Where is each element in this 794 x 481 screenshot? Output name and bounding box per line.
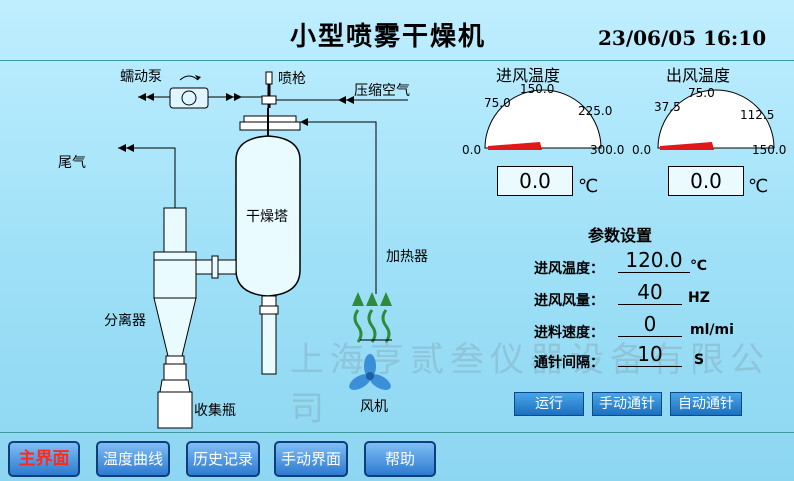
drying-tower-label: 干燥塔: [246, 209, 288, 225]
outlet-temp-readout: 0.0: [668, 166, 744, 196]
fan-label: 风机: [360, 399, 388, 415]
drying-tower-icon: [235, 135, 301, 297]
heater-label: 加热器: [386, 249, 428, 265]
collection-bottle-label: 收集瓶: [194, 403, 236, 419]
auto-needle-button[interactable]: 自动通针: [670, 392, 742, 416]
param-inlet-airflow-unit: HZ: [688, 290, 710, 306]
collection-bottle-icon: [157, 363, 193, 429]
inlet-temp-readout: 0.0: [497, 166, 573, 196]
param-label-needle-interval: 通针间隔：: [534, 355, 604, 371]
process-diagram: [118, 71, 408, 429]
footer-divider: [0, 432, 794, 433]
inlet-gauge-title: 进风温度: [496, 66, 561, 85]
run-button[interactable]: 运行: [514, 392, 584, 416]
page-title: 小型喷雾干燥机: [290, 22, 487, 52]
peristaltic-pump-label: 蠕动泵: [120, 69, 162, 85]
inlet-tick-2: 150.0: [520, 82, 555, 96]
outlet-tick-0: 0.0: [632, 143, 652, 157]
spray-gun-label: 喷枪: [278, 71, 306, 87]
param-label-inlet-airflow: 进风风量：: [534, 293, 604, 309]
inlet-tick-0: 0.0: [462, 143, 482, 157]
param-needle-interval-unit: S: [694, 352, 705, 368]
param-label-feed-rate: 进料速度：: [534, 325, 604, 341]
inlet-gauge-needle: [488, 142, 542, 150]
outlet-temp-unit: ℃: [748, 176, 769, 197]
separator-label: 分离器: [104, 313, 146, 329]
inlet-temp-gauge: [484, 89, 602, 150]
nav-temperature-curve[interactable]: 温度曲线: [96, 441, 170, 477]
manual-needle-button[interactable]: 手动通针: [592, 392, 662, 416]
param-inlet-temp-input[interactable]: 120.0: [618, 248, 690, 273]
nav-manual-screen[interactable]: 手动界面: [274, 441, 348, 477]
outlet-temp-gauge: [657, 89, 775, 150]
outlet-tick-3: 112.5: [740, 108, 775, 122]
compressed-air-label: 压缩空气: [354, 83, 410, 99]
inlet-tick-3: 225.0: [578, 104, 613, 118]
param-feed-rate-unit: ml/mi: [690, 322, 734, 338]
outlet-gauge-needle: [660, 142, 714, 150]
nav-main-screen[interactable]: 主界面: [8, 441, 80, 477]
param-settings-title: 参数设置: [588, 226, 653, 245]
header-divider: [0, 60, 794, 61]
inlet-tick-1: 75.0: [484, 96, 511, 110]
inlet-temp-unit: ℃: [578, 176, 599, 197]
outlet-gauge-title: 出风温度: [666, 66, 731, 85]
spray-gun-icon: [261, 71, 277, 108]
param-feed-rate-input[interactable]: 0: [618, 312, 682, 337]
outlet-tick-1: 37.5: [654, 100, 681, 114]
exhaust-label: 尾气: [58, 155, 86, 171]
inlet-tick-4: 300.0: [590, 143, 625, 157]
outlet-tick-2: 75.0: [688, 86, 715, 100]
param-inlet-temp-unit: ℃: [690, 258, 707, 274]
datetime-display: 23/06/05 16:10: [598, 26, 767, 50]
fan-icon: [349, 354, 391, 390]
outlet-tick-4: 150.0: [752, 143, 787, 157]
param-inlet-airflow-input[interactable]: 40: [618, 280, 682, 305]
cyclone-separator-icon: [153, 207, 197, 365]
param-needle-interval-input[interactable]: 10: [618, 342, 682, 367]
peristaltic-pump-icon: [169, 75, 209, 109]
nav-history[interactable]: 历史记录: [186, 441, 260, 477]
heater-icon: [352, 292, 392, 343]
nav-help[interactable]: 帮助: [364, 441, 436, 477]
param-label-inlet-temp: 进风温度：: [534, 261, 604, 277]
